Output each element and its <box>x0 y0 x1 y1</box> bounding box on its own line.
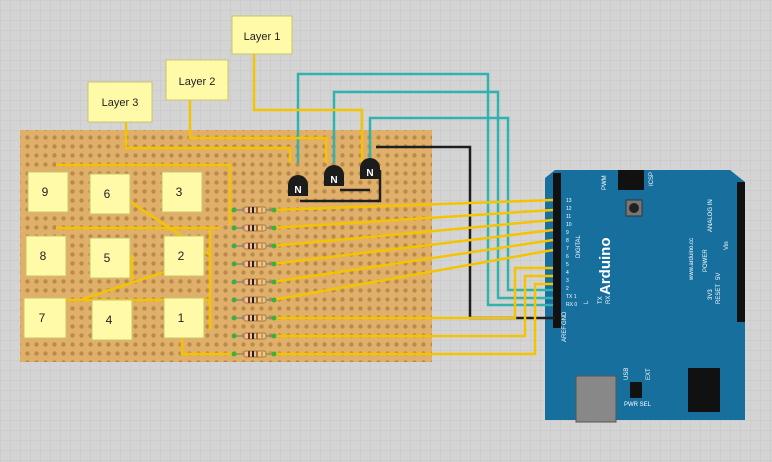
usb-connector[interactable] <box>575 375 617 423</box>
pwr-sel-jumper[interactable] <box>630 382 642 398</box>
digital-label: DIGITAL <box>576 234 582 258</box>
column-note-label: 5 <box>104 251 111 265</box>
digital-pin-label: 7 <box>566 246 569 252</box>
digital-pin-label: RX 0 <box>566 302 577 308</box>
column-note-5[interactable]: 5 <box>89 237 131 279</box>
digital-pin-label: 5 <box>566 262 569 268</box>
digital-pin-label: 11 <box>566 214 571 220</box>
column-note-9[interactable]: 9 <box>27 171 69 213</box>
resistor[interactable] <box>231 296 277 304</box>
column-note-6[interactable]: 6 <box>89 173 131 215</box>
resistor[interactable] <box>231 224 277 232</box>
column-note-4[interactable]: 4 <box>91 299 133 341</box>
column-note-label: 3 <box>176 185 183 199</box>
column-note-7[interactable]: 7 <box>23 297 67 339</box>
note-layer-2[interactable]: Layer 2 <box>165 59 229 101</box>
digital-pin-label: 10 <box>566 222 572 228</box>
transistor-group: N N N <box>288 158 380 196</box>
yellow-wires <box>56 52 554 356</box>
digital-pin-label: 6 <box>566 254 569 260</box>
tx-label: TX <box>598 296 604 304</box>
column-notes: 9 6 3 8 5 2 7 4 1 <box>23 171 205 341</box>
resistor[interactable] <box>231 332 277 340</box>
icsp-label: ICSP <box>649 172 655 186</box>
column-note-label: 1 <box>178 311 185 325</box>
icsp-header <box>618 170 644 190</box>
column-note-1[interactable]: 1 <box>163 297 205 339</box>
aref-label: AREF <box>562 326 568 342</box>
vin-label: Vin <box>724 241 730 250</box>
digital-pin-label: 8 <box>566 238 569 244</box>
column-note-label: 8 <box>40 249 47 263</box>
column-note-label: 4 <box>106 313 113 327</box>
digital-pin-label: TX 1 <box>566 294 577 300</box>
3v3-label: 3V3 <box>708 289 714 300</box>
arduino-board[interactable]: Arduino www.arduino.cc ICSP PWM DIGITAL … <box>545 170 745 423</box>
resistor[interactable] <box>231 278 277 286</box>
analog-header <box>737 182 745 322</box>
digital-pin-label: 2 <box>566 286 569 292</box>
transistor-q3-symbol: N <box>366 168 373 179</box>
layer-notes: Layer 1 Layer 2 Layer 3 <box>87 15 293 123</box>
column-note-label: 2 <box>178 249 185 263</box>
resistor[interactable] <box>231 206 277 214</box>
ext-label: EXT <box>646 368 652 380</box>
column-note-3[interactable]: 3 <box>161 171 203 213</box>
transistor-q1-symbol: N <box>294 185 301 196</box>
arduino-logo: Arduino <box>597 238 614 296</box>
gnd-label: GND <box>562 311 568 325</box>
transistor-q3[interactable]: N <box>360 158 380 179</box>
note-layer-1-text: Layer 1 <box>244 31 281 43</box>
rx-label: RX <box>606 296 612 304</box>
digital-pin-labels: 13 12 11 10 9 8 7 6 5 4 3 2 TX 1 RX 0 <box>566 198 577 308</box>
resistor[interactable] <box>231 350 277 358</box>
arduino-url: www.arduino.cc <box>689 238 695 281</box>
reset-button-cap <box>629 203 639 213</box>
resistor-group <box>231 206 277 358</box>
digital-pin-label: 9 <box>566 230 569 236</box>
transistor-q1[interactable]: N <box>288 175 308 196</box>
resistor[interactable] <box>231 260 277 268</box>
note-layer-2-text: Layer 2 <box>179 76 216 88</box>
digital-header <box>553 173 561 328</box>
note-layer-3[interactable]: Layer 3 <box>87 81 153 123</box>
resistor[interactable] <box>231 314 277 322</box>
digital-pin-label: 3 <box>566 278 569 284</box>
column-note-label: 9 <box>42 185 49 199</box>
transistor-q2[interactable]: N <box>324 165 344 186</box>
pwm-label: PWM <box>602 175 608 190</box>
column-note-label: 6 <box>104 187 111 201</box>
column-note-label: 7 <box>39 311 46 325</box>
digital-pin-label: 13 <box>566 198 572 204</box>
pwr-sel-label: PWR SEL <box>624 402 652 408</box>
power-label: POWER <box>703 249 709 272</box>
cyan-wires <box>296 72 553 307</box>
column-note-2[interactable]: 2 <box>163 235 205 277</box>
l-label: L <box>584 300 590 304</box>
note-layer-3-text: Layer 3 <box>102 97 139 109</box>
reset-label: RESET <box>716 284 722 304</box>
transistor-q2-symbol: N <box>330 175 337 186</box>
power-jack[interactable] <box>688 368 720 412</box>
usb-label: USB <box>624 368 630 380</box>
digital-pin-label: 4 <box>566 270 569 276</box>
note-layer-1[interactable]: Layer 1 <box>231 15 293 55</box>
digital-pin-label: 12 <box>566 206 572 212</box>
resistor[interactable] <box>231 242 277 250</box>
column-note-8[interactable]: 8 <box>25 235 67 277</box>
analog-label: ANALOG IN <box>708 199 714 232</box>
5v-label: 5V <box>716 273 722 280</box>
